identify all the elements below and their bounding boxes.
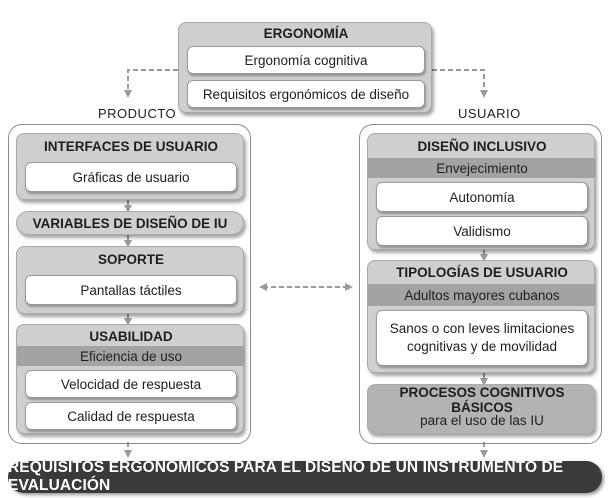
validismo-box: Validismo bbox=[376, 216, 588, 246]
interfaces-title: INTERFACES DE USUARIO bbox=[43, 138, 219, 154]
usuario-label: USUARIO bbox=[458, 106, 521, 121]
procesos-subtitle: para el uso de las IU bbox=[420, 412, 544, 428]
sanos-line-1: Sanos o con leves limitaciones bbox=[389, 321, 575, 336]
envejecimiento-band: Envejecimiento bbox=[368, 158, 596, 178]
diseno-inclusivo-title: DISEÑO INCLUSIVO bbox=[417, 138, 547, 154]
variables-panel: VARIABLES DE DISEÑO DE IU bbox=[16, 211, 244, 235]
requisitos-ergonomicos-box: Requisitos ergonómicos de diseño bbox=[187, 80, 425, 108]
tipologias-title: TIPOLOGÍAS DE USUARIO bbox=[396, 264, 568, 280]
tipologias-panel: TIPOLOGÍAS DE USUARIO Adultos mayores cu… bbox=[367, 260, 596, 373]
pantallas-tactiles-box: Pantallas táctiles bbox=[25, 275, 237, 305]
ergonomia-title: ERGONOMÍA bbox=[263, 25, 349, 41]
graficas-usuario-box: Gráficas de usuario bbox=[25, 162, 237, 192]
sanos-line-2: cognitivas y de movilidad bbox=[406, 339, 558, 354]
sanos-limitaciones-box: Sanos o con leves limitaciones cognitiva… bbox=[376, 310, 588, 366]
ergonomia-panel: ERGONOMÍA Ergonomía cognitiva Requisitos… bbox=[178, 22, 432, 113]
ergonomia-cognitiva-box: Ergonomía cognitiva bbox=[187, 46, 425, 74]
footer-banner: REQUISITOS ERGONÓMICOS PARA EL DISEÑO DE… bbox=[8, 459, 602, 494]
adultos-mayores-band: Adultos mayores cubanos bbox=[368, 284, 596, 306]
procesos-cognitivos-panel: PROCESOS COGNITIVOS BÁSICOS para el uso … bbox=[367, 384, 595, 434]
diseno-inclusivo-panel: DISEÑO INCLUSIVO Envejecimiento Autonomí… bbox=[367, 133, 596, 250]
usabilidad-panel: USABILIDAD Eficiencia de uso Velocidad d… bbox=[16, 324, 245, 434]
interfaces-panel: INTERFACES DE USUARIO Gráficas de usuari… bbox=[16, 133, 244, 200]
soporte-panel: SOPORTE Pantallas táctiles bbox=[16, 246, 244, 314]
eficiencia-uso-band: Eficiencia de uso bbox=[17, 346, 245, 366]
arrow-top-to-usuario bbox=[432, 69, 488, 98]
autonomia-box: Autonomía bbox=[376, 182, 588, 212]
usuario-frame bbox=[359, 124, 602, 444]
arrow-top-to-producto bbox=[124, 69, 178, 98]
calidad-respuesta-box: Calidad de respuesta bbox=[25, 402, 237, 430]
soporte-title: SOPORTE bbox=[97, 251, 164, 267]
usabilidad-title: USABILIDAD bbox=[89, 328, 173, 344]
producto-frame bbox=[8, 124, 251, 444]
velocidad-respuesta-box: Velocidad de respuesta bbox=[25, 370, 237, 398]
producto-label: PRODUCTO bbox=[98, 106, 177, 121]
procesos-title: PROCESOS COGNITIVOS BÁSICOS bbox=[399, 385, 565, 415]
